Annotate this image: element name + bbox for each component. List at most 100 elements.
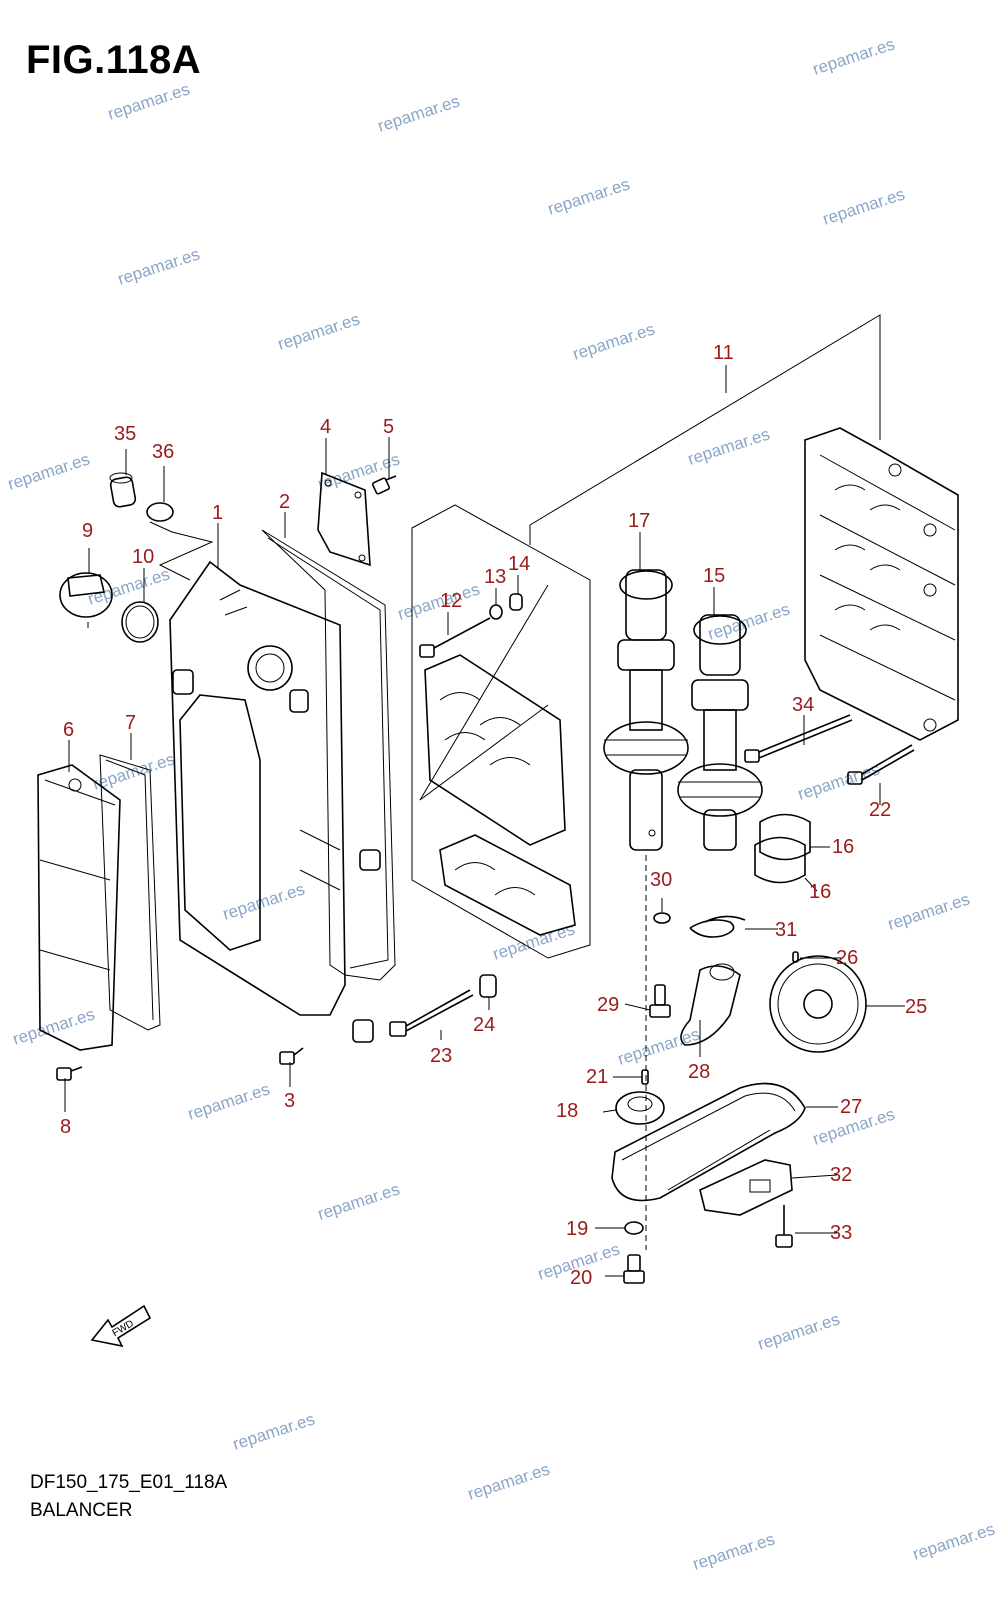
callout-31: 31	[775, 919, 797, 941]
bolt-33	[775, 1205, 793, 1248]
callout-20: 20	[570, 1267, 592, 1289]
watermark: repamar.es	[690, 1529, 777, 1573]
fwd-arrow-icon: FWD	[90, 1304, 152, 1348]
balancer-shaft-holder	[804, 427, 959, 741]
clip-36	[146, 502, 214, 581]
callout-28: 28	[688, 1061, 710, 1083]
callout-17: 17	[628, 510, 650, 532]
callout-14: 14	[508, 553, 530, 575]
callout-19: 19	[566, 1218, 588, 1240]
watermark: repamar.es	[5, 449, 92, 493]
washer-13	[489, 604, 503, 620]
callout-24: 24	[473, 1014, 495, 1036]
cap-35	[109, 472, 137, 508]
cover-plate-4	[317, 471, 371, 567]
callout-33: 33	[830, 1222, 852, 1244]
spring-31	[689, 915, 746, 938]
callout-6: 6	[63, 719, 74, 741]
chain-27	[611, 1082, 806, 1202]
watermark: repamar.es	[230, 1409, 317, 1453]
watermark: repamar.es	[820, 184, 907, 228]
bolt-34	[744, 714, 853, 763]
watermark: repamar.es	[910, 1519, 997, 1563]
balancer-shaft-15	[677, 614, 763, 851]
callout-21: 21	[586, 1066, 608, 1088]
plug-cap	[352, 1019, 374, 1043]
sprocket-18	[615, 1091, 665, 1125]
bolt-8	[56, 1066, 83, 1081]
leader-lines	[64, 437, 905, 1277]
watermark: repamar.es	[810, 34, 897, 78]
watermark: repamar.es	[375, 91, 462, 135]
watermark: repamar.es	[85, 564, 172, 608]
callout-2: 2	[279, 491, 290, 513]
callout-30: 30	[650, 869, 672, 891]
pin-14	[509, 593, 523, 611]
watermark: repamar.es	[115, 244, 202, 288]
bush-16-upper	[759, 813, 811, 861]
watermark: repamar.es	[465, 1459, 552, 1503]
callout-36: 36	[152, 441, 174, 463]
callout-35: 35	[114, 423, 136, 445]
balancer-cover	[169, 560, 381, 1016]
callout-13: 13	[484, 566, 506, 588]
side-cover-6	[37, 764, 121, 1051]
callout-16-upper: 16	[832, 836, 854, 858]
bolt-23	[389, 989, 474, 1037]
washer-19	[624, 1221, 644, 1235]
watermark: repamar.es	[705, 599, 792, 643]
watermark: repamar.es	[10, 1004, 97, 1048]
fwd-label: FWD	[111, 1318, 136, 1339]
callout-23: 23	[430, 1045, 452, 1067]
watermark: repamar.es	[395, 579, 482, 623]
o-ring-10	[121, 601, 159, 643]
bolt-20	[623, 1254, 645, 1284]
callout-7: 7	[125, 712, 136, 734]
callout-8: 8	[60, 1116, 71, 1138]
watermark: repamar.es	[685, 424, 772, 468]
bolt-3	[279, 1047, 304, 1065]
callout-labels: 1 2 3 4 5 6 7 8 9 10 11 12 13 14 15 16 1…	[60, 342, 927, 1289]
callout-10: 10	[132, 546, 154, 568]
gasket-2	[261, 529, 396, 981]
watermark: repamar.es	[545, 174, 632, 218]
figure-code: DF150_175_E01_118A	[30, 1472, 228, 1493]
callout-15: 15	[703, 565, 725, 587]
callout-12: 12	[440, 590, 462, 612]
callout-32: 32	[830, 1164, 852, 1186]
callout-11: 11	[713, 342, 734, 364]
watermark: repamar.es	[570, 319, 657, 363]
figure-name: BALANCER	[30, 1500, 133, 1521]
callout-34: 34	[792, 694, 814, 716]
callout-29: 29	[597, 994, 619, 1016]
callout-9: 9	[82, 520, 93, 542]
bolt-22	[847, 744, 915, 785]
watermark: repamar.es	[220, 879, 307, 923]
bolt-29	[649, 984, 671, 1018]
bolt-5	[371, 475, 397, 495]
key-21	[641, 1069, 649, 1085]
callout-5: 5	[383, 416, 394, 438]
callout-18: 18	[556, 1100, 578, 1122]
watermark: repamar.es	[490, 919, 577, 963]
watermark: repamar.es	[315, 1179, 402, 1223]
figure-title: FIG.118A	[26, 38, 202, 82]
chain-guide-32	[699, 1159, 793, 1216]
callout-1: 1	[212, 502, 223, 524]
callout-4: 4	[320, 416, 331, 438]
assembly-bracket-11	[529, 314, 881, 545]
tensioner-arm-28	[680, 963, 741, 1046]
callout-16-lower: 16	[809, 881, 831, 903]
balancer-driven-gear-25	[769, 955, 867, 1053]
watermark: repamar.es	[755, 1309, 842, 1353]
watermark: repamar.es	[795, 759, 882, 803]
callout-26: 26	[836, 947, 858, 969]
watermark-layer: repamar.es repamar.es repamar.es repamar…	[5, 34, 997, 1573]
bolt-12	[419, 617, 491, 658]
callout-3: 3	[284, 1090, 295, 1112]
bush-16-lower	[754, 836, 806, 884]
watermark: repamar.es	[185, 1079, 272, 1123]
callout-22: 22	[869, 799, 891, 821]
filler-cap-9	[59, 572, 113, 628]
